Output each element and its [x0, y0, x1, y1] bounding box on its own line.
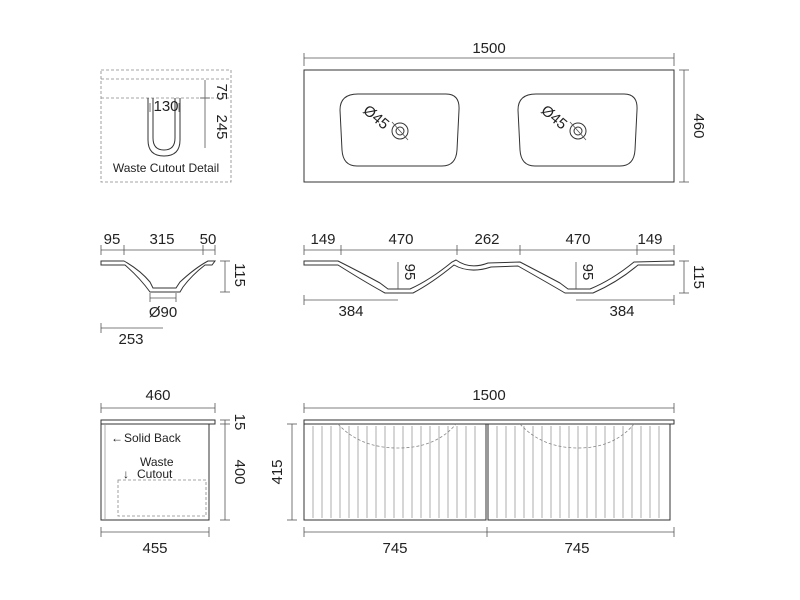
cab-side-body	[100, 423, 210, 521]
cab-front-top	[303, 419, 675, 425]
waste-depth-label: 245	[213, 114, 230, 139]
cab-side-top	[100, 419, 216, 425]
top-outline	[303, 69, 675, 183]
left-door	[303, 423, 487, 521]
cab-front-height-label: 415	[269, 459, 286, 484]
side-basin-profile	[100, 260, 216, 293]
front-basin-profile	[303, 259, 675, 294]
cab-top-width-label: 460	[145, 387, 170, 404]
front-waste-left-label: 384	[338, 303, 363, 320]
waste-top-label: 75	[213, 84, 230, 101]
waste-u-outer	[147, 98, 181, 157]
cab-height-label: 400	[231, 459, 248, 484]
left-basin-hidden	[337, 423, 457, 449]
cab-bottom-width-label: 455	[142, 540, 167, 557]
top-width-label: 1500	[472, 40, 505, 57]
side-offset-label: 253	[118, 331, 143, 348]
front-s3-label: 262	[474, 231, 499, 248]
front-bowl-right-label: 95	[579, 264, 596, 281]
left-bowl	[339, 93, 460, 167]
door-flutes	[312, 426, 660, 518]
side-section: 95 315 50 Ø90 115 253	[100, 231, 248, 348]
side-height-label: 115	[231, 263, 248, 287]
left-hole-label: Ø45	[360, 102, 393, 133]
front-s4-label: 470	[565, 231, 590, 248]
front-s2-label: 470	[388, 231, 413, 248]
right-tap-hole	[569, 122, 587, 140]
side-waste-label: Ø90	[149, 304, 177, 321]
cabinet-front-view: 1500 415 745 745	[269, 387, 675, 557]
cab-top-thick-label: 15	[231, 414, 248, 431]
solid-back-arrow: ←	[111, 431, 123, 445]
front-s1-label: 149	[310, 231, 335, 248]
right-hole-label: Ø45	[538, 102, 571, 133]
waste-width-label: 130	[153, 98, 178, 115]
cabinet-side-view: 460 ← Solid Back Waste ↓ Cutout 15 400 4…	[100, 387, 248, 557]
right-door-width-label: 745	[564, 540, 589, 557]
top-view: 1500 Ø45 Ø45 460	[303, 40, 707, 183]
front-height-label: 115	[690, 265, 707, 289]
cab-front-width-label: 1500	[472, 387, 505, 404]
waste-cutout-region	[117, 479, 207, 517]
waste-cutout-detail: 130 75 245 Waste Cutout Detail	[100, 69, 232, 183]
left-tap-hole	[391, 122, 409, 140]
detail-frame	[100, 69, 232, 183]
waste-u-inner	[152, 98, 176, 151]
front-s5-label: 149	[637, 231, 662, 248]
detail-title: Waste Cutout Detail	[113, 161, 219, 175]
right-basin-hidden	[519, 423, 635, 449]
left-door-width-label: 745	[382, 540, 407, 557]
cutout-label: Cutout	[137, 467, 173, 481]
front-bowl-left-label: 95	[401, 264, 418, 281]
waste-down-arrow: ↓	[123, 467, 129, 481]
waste-label: Waste	[140, 455, 174, 469]
right-bowl	[517, 93, 638, 167]
solid-back-label: Solid Back	[124, 431, 182, 445]
side-a-label: 95	[104, 231, 121, 248]
side-b-label: 315	[149, 231, 174, 248]
front-section: 149 470 262 470 149 95 95 115 384 384	[303, 231, 707, 320]
side-c-label: 50	[200, 231, 217, 248]
front-waste-right-label: 384	[609, 303, 634, 320]
right-door	[487, 423, 671, 521]
top-depth-label: 460	[690, 113, 707, 138]
